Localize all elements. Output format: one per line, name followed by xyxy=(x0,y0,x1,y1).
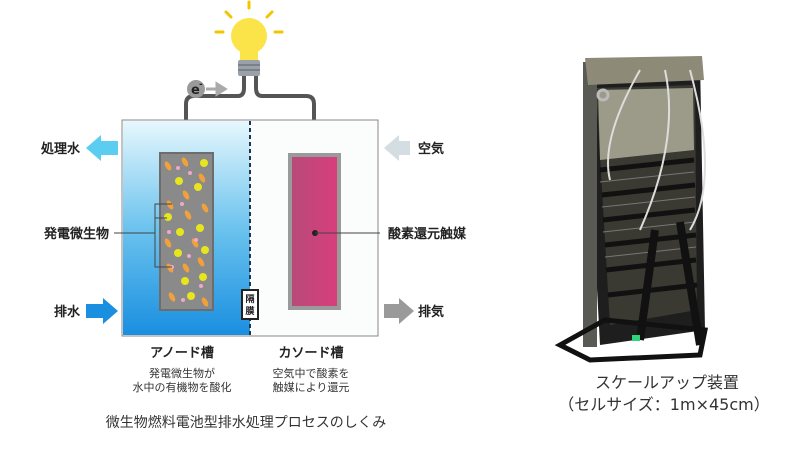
electron-label: e xyxy=(191,83,200,98)
label-air: 空気 xyxy=(418,141,444,157)
cathode-wire xyxy=(254,76,316,153)
label-catalyst: 酸素還元触媒 xyxy=(388,226,467,242)
electron-arrow-icon xyxy=(206,81,228,97)
microbes-pointer xyxy=(114,203,172,268)
cathode-desc-2: 触媒により還元 xyxy=(273,380,350,394)
label-wastewater: 排水 xyxy=(54,304,81,320)
treated-water-arrow-icon xyxy=(86,135,118,161)
anode-title: アノード槽 xyxy=(150,345,214,361)
cathode-title: カソード槽 xyxy=(278,345,343,361)
anode-desc-2: 水中の有機物を酸化 xyxy=(133,380,232,394)
label-treated-water: 処理水 xyxy=(40,141,81,157)
scale-up-device-photo xyxy=(554,56,708,363)
photo-caption-cell-size: （セルサイズ：1m×45cm） xyxy=(558,395,769,414)
exhaust-arrow-icon xyxy=(384,298,414,324)
microbe-dots xyxy=(164,159,209,300)
electron-icon xyxy=(187,80,205,98)
cathode-desc-1: 空気中で酸素を xyxy=(273,366,350,380)
label-exhaust: 排気 xyxy=(418,304,444,320)
anode-electrode xyxy=(159,152,214,311)
air-arrow-icon xyxy=(384,135,410,161)
electron-charge: - xyxy=(199,80,203,90)
light-bulb-icon xyxy=(214,0,284,76)
membrane-label-1: 隔 xyxy=(245,293,254,305)
membrane-label-box xyxy=(241,289,259,320)
photo-caption-title: スケールアップ装置 xyxy=(595,373,739,392)
label-microbes: 発電微生物 xyxy=(43,226,109,242)
diagram-caption: 微生物燃料電池型排水処理プロセスのしくみ xyxy=(106,414,387,431)
membrane-label-2: 膜 xyxy=(244,305,255,317)
wastewater-arrow-icon xyxy=(86,298,118,324)
anode-desc-1: 発電微生物が xyxy=(149,366,215,380)
